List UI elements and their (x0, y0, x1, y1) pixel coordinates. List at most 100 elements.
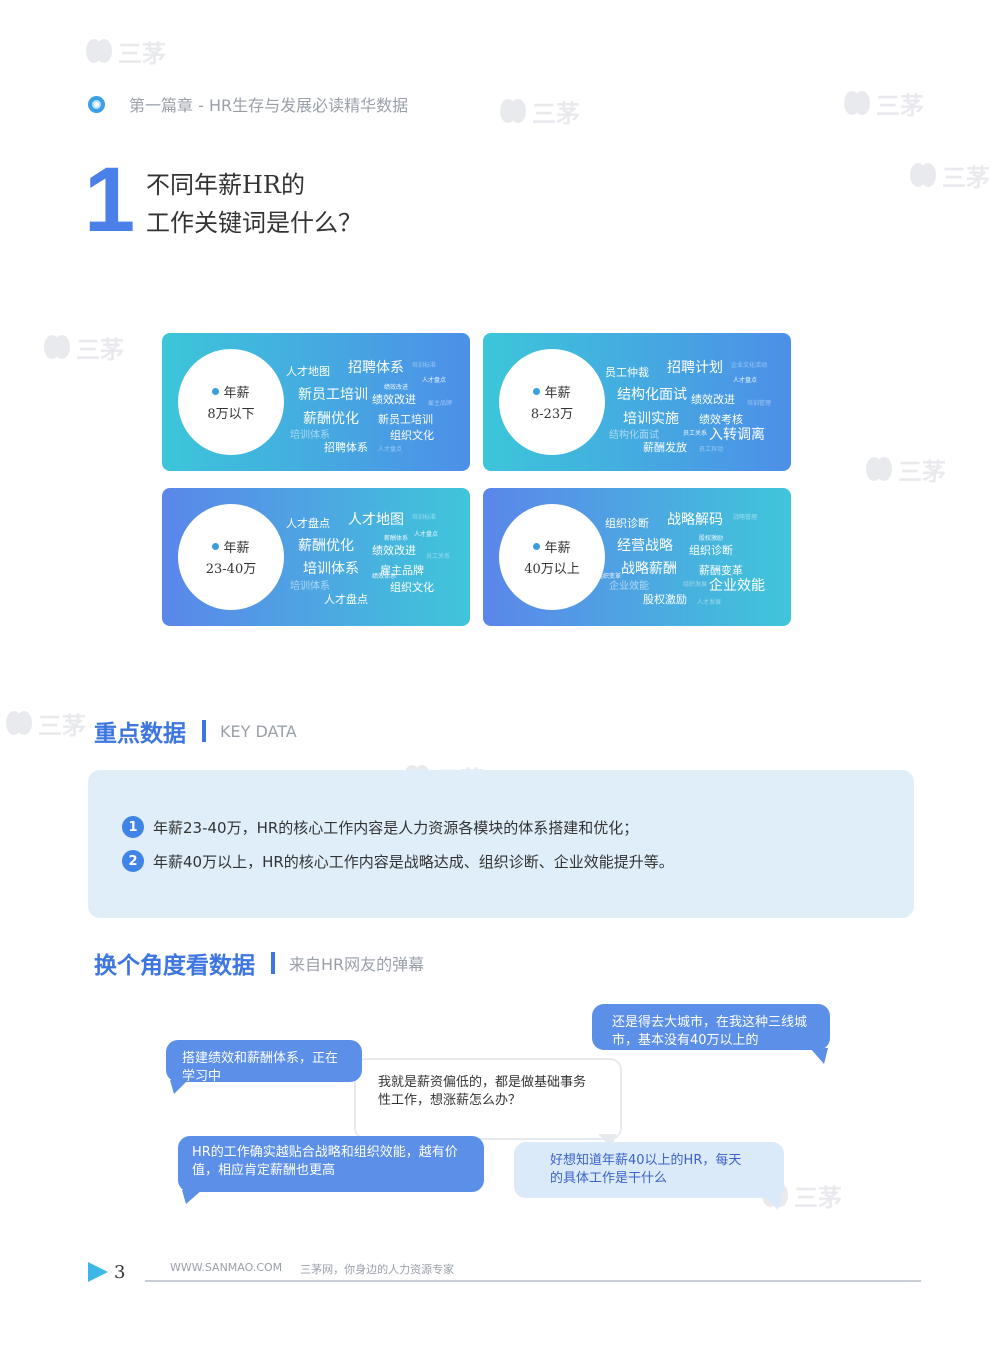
keyword: 人才盘点 (324, 593, 368, 606)
watermark: 三茅 (84, 34, 166, 69)
chapter-title: 第一篇章 - HR生存与发展必读精华数据 (129, 96, 409, 115)
keyword: 人才盘点 (378, 446, 403, 453)
footer-divider (145, 1280, 921, 1282)
angle-subtitle: 来自HR网友的弹幕 (289, 955, 425, 974)
chapter-header: 第一篇章 - HR生存与发展必读精华数据 (88, 92, 408, 116)
keyword: 人才地图 (348, 512, 404, 528)
keyword: 绩效改进 (372, 544, 416, 557)
key-data-item-2: 2 年薪40万以上，HR的核心工作内容是战略达成、组织诊断、企业效能提升等。 (122, 850, 674, 872)
leaf-logo-icon (500, 98, 526, 123)
bubble-tail (182, 1190, 202, 1204)
leaf-logo-icon (6, 710, 32, 735)
watermark: 三茅 (908, 158, 990, 193)
keyword: 薪酬优化 (298, 538, 354, 554)
keyword: 结构化面试 (609, 430, 659, 441)
salary-circle: 年薪 23-40万 (178, 504, 284, 610)
salary-range: 8-23万 (530, 407, 574, 422)
section-number: 1 (84, 149, 136, 251)
keyword: 股权激励 (643, 593, 687, 606)
key-data-item-1: 1 年薪23-40万，HR的核心工作内容是人力资源各模块的体系搭建和优化； (122, 816, 638, 838)
key-data-title: 重点数据 (94, 721, 186, 747)
keyword: 员工异动 (699, 446, 724, 453)
keyword: 员工仲裁 (605, 366, 649, 379)
watermark: 三茅 (42, 330, 124, 365)
keyword: 组织诊断 (689, 544, 733, 557)
dot-icon (533, 543, 541, 550)
watermark: 三茅 (498, 94, 580, 129)
key-data-text: 年薪40万以上，HR的核心工作内容是战略达成、组织诊断、企业效能提升等。 (153, 852, 674, 871)
key-data-subtitle: KEY DATA (220, 721, 297, 741)
salary-label: 年薪 (223, 541, 250, 556)
number-badge: 1 (122, 816, 144, 838)
salary-label: 年薪 (544, 541, 571, 556)
key-data-heading: 重点数据 KEY DATA (94, 714, 297, 748)
keyword: 经营战略 (617, 538, 673, 554)
keyword: 企业效能 (709, 578, 765, 594)
keyword: 战略解码 (667, 512, 723, 528)
divider-bar (271, 952, 275, 974)
salary-card-4: 年薪 40万以上 组织诊断 战略解码 经营战略 组织诊断 战略薪酬 薪酬变革 企… (483, 488, 791, 626)
keyword: 人才盘点 (286, 517, 330, 530)
keyword: 培训标准 (412, 362, 437, 369)
section-title-line1: 不同年薪HR的 (146, 171, 305, 199)
section-title-line2: 工作关键词是什么？ (146, 209, 362, 237)
salary-range: 40万以上 (524, 562, 580, 577)
keyword: 结构化面试 (617, 387, 687, 403)
divider-bar (202, 720, 206, 742)
bubble-tail (170, 1080, 188, 1094)
keyword: 人才地图 (286, 365, 330, 378)
keyword: 薪酬优化 (303, 411, 359, 427)
comment-text: HR的工作确实越贴合战略和组织效能，越有价值，相应肯定薪酬也更高 (192, 1145, 458, 1178)
keyword: 战略管理 (733, 514, 758, 521)
footer-text: WWW.SANMAO.COM 三茅网，你身边的人力资源专家 (170, 1261, 454, 1277)
keyword: 绩效体系 (372, 573, 397, 580)
keyword: 培训管理 (747, 400, 772, 407)
keyword: 组织文化 (390, 581, 434, 594)
salary-range: 23-40万 (205, 562, 257, 577)
leaf-logo-icon (866, 456, 892, 481)
comment-bubble-5: 好想知道年薪40以上的HR，每天的具体工作是干什么 (514, 1142, 784, 1198)
dot-icon (212, 543, 220, 550)
keyword: 战略薪酬 (621, 561, 677, 577)
keyword: 培训体系 (303, 561, 359, 577)
dot-icon (533, 388, 541, 395)
keyword: 薪酬变革 (699, 564, 743, 577)
salary-card-1: 年薪 8万以下 人才地图 招聘体系 新员工培训 绩效改进 薪酬优化 新员工培训 … (162, 333, 470, 471)
section-title: 不同年薪HR的 工作关键词是什么？ (146, 166, 362, 242)
page-number: 3 (114, 1262, 126, 1283)
footer-slogan: 三茅网，你身边的人力资源专家 (300, 1263, 455, 1276)
watermark: 三茅 (864, 452, 946, 487)
comment-bubble-2: 我就是薪资偏低的，都是做基础事务性工作，想涨薪怎么办？ (354, 1058, 622, 1140)
salary-label: 年薪 (544, 386, 571, 401)
ring-icon (88, 95, 105, 113)
keyword: 企业效能 (609, 581, 649, 592)
keyword: 培训体系 (290, 430, 330, 441)
comment-text: 搭建绩效和薪酬体系，正在学习中 (182, 1051, 339, 1084)
keyword: 雇主品牌 (428, 400, 453, 407)
leaf-logo-icon (910, 162, 936, 187)
keyword: 员工关系 (426, 553, 451, 560)
keyword: 入转调离 (709, 427, 765, 443)
salary-card-2: 年薪 8-23万 员工仲裁 招聘计划 结构化面试 绩效改进 培训实施 绩效考核 … (483, 333, 791, 471)
keyword: 绩效改进 (372, 393, 416, 406)
comment-text: 好想知道年薪40以上的HR，每天的具体工作是干什么 (550, 1153, 742, 1186)
comment-text: 我就是薪资偏低的，都是做基础事务性工作，想涨薪怎么办？ (378, 1075, 587, 1108)
comment-bubble-1: 搭建绩效和薪酬体系，正在学习中 (166, 1040, 362, 1084)
keyword: 招聘体系 (348, 360, 404, 376)
angle-title: 换个角度看数据 (94, 953, 255, 979)
salary-range: 8万以下 (207, 407, 255, 422)
keyword: 人才盘点 (414, 531, 439, 538)
leaf-logo-icon (44, 334, 70, 359)
comment-bubble-4: HR的工作确实越贴合战略和组织效能，越有价值，相应肯定薪酬也更高 (178, 1136, 484, 1192)
footer-site: WWW.SANMAO.COM (170, 1261, 283, 1274)
keyword: 招聘体系 (324, 441, 368, 454)
salary-label: 年薪 (223, 386, 250, 401)
keyword: 组织变革 (597, 573, 622, 580)
keyword: 新员工培训 (298, 387, 368, 403)
angle-heading: 换个角度看数据 来自HR网友的弹幕 (94, 946, 424, 980)
key-data-box (88, 770, 914, 918)
keyword: 薪酬发放 (643, 441, 687, 454)
keyword: 招聘计划 (667, 360, 723, 376)
keyword: 雇主品牌 (380, 564, 424, 577)
keyword: 企业文化活动 (731, 362, 768, 369)
